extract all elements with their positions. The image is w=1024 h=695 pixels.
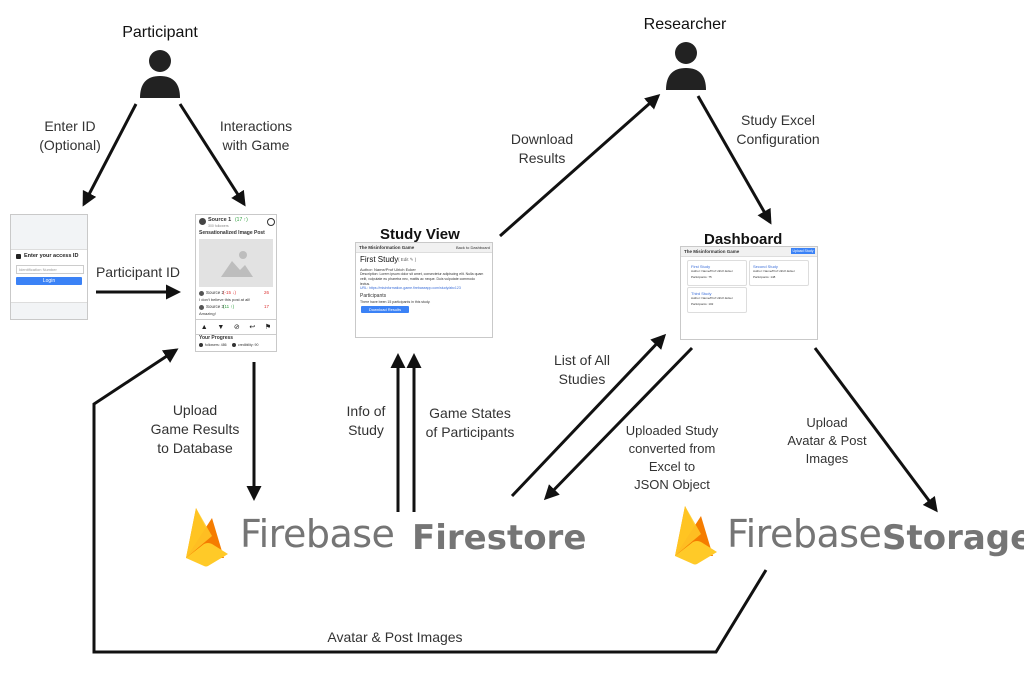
edge-label-upload-results: Upload Game Results to Database — [150, 402, 240, 456]
study-title: First Study — [360, 255, 399, 264]
study-card-participants: Participants: 148 — [753, 275, 776, 279]
credibility-icon — [232, 343, 236, 347]
flag-icon[interactable]: ⚑ — [264, 324, 272, 331]
study-card-participants: Participants: 75 — [691, 275, 712, 279]
arrow-researcher-to-dashboard — [696, 95, 772, 225]
followers-count: followers: 486 — [205, 343, 227, 347]
login-screen: Enter your access ID Identification Numb… — [10, 214, 88, 320]
credibility-score: credibility: 90 — [238, 343, 259, 347]
firebase-flame-icon — [675, 506, 717, 565]
comment-source: Source 3 — [206, 304, 225, 309]
study-card[interactable]: Third Study Author: Name/Prof Ulrich Eck… — [687, 287, 747, 313]
edge-label-avatar-post-images: Avatar & Post Images — [327, 629, 463, 645]
arrow-dashboard-to-firestore — [543, 346, 694, 501]
participant-person-icon — [140, 50, 180, 98]
firebase-wordmark: Firebase — [240, 512, 395, 556]
arrow-firestore-to-dashboard — [510, 333, 667, 498]
participant-label: Participant — [122, 24, 198, 41]
post-title: Sensationalized Image Post — [199, 230, 265, 236]
study-card-author: Author: Name/Prof Ulrich Ecker — [691, 269, 733, 273]
researcher-label: Researcher — [643, 16, 727, 33]
source-followers: 300 followers — [208, 224, 229, 228]
arrow-participant-to-game — [178, 103, 246, 207]
upload-study-button[interactable]: Upload Study — [791, 248, 815, 254]
edge-label-game-states: Game States of Participants — [425, 405, 515, 440]
edge-label-list-of-studies: List of All Studies — [553, 352, 611, 387]
edge-label-uploaded-study: Uploaded Study converted from Excel to J… — [625, 423, 719, 492]
lock-icon — [16, 254, 21, 259]
study-view-title: Study View — [380, 226, 460, 243]
comment-avatar — [199, 305, 204, 310]
like-icon[interactable]: ▲ — [200, 323, 208, 331]
firebase-flame-icon — [186, 508, 228, 567]
dashboard-title: Dashboard — [704, 231, 783, 248]
login-card: Enter your access ID Identification Numb… — [11, 249, 87, 303]
arrow-study-to-researcher — [499, 94, 661, 238]
study-description: Description: Lorem ipsum dolor sit amet,… — [360, 272, 484, 286]
progress-title: Your Progress — [199, 335, 234, 341]
source-name: Source 1 — [208, 217, 232, 223]
post-image — [199, 239, 273, 287]
comment-credibility: (-15 ↓) — [223, 290, 237, 295]
image-placeholder-icon — [221, 251, 253, 277]
login-button[interactable]: Login — [16, 277, 82, 285]
back-to-dashboard-button[interactable]: Back to Dashboard — [456, 245, 491, 250]
storage-label: Storage — [882, 518, 1024, 558]
edge-label-download-results: Download Results — [510, 131, 574, 166]
followers-icon — [199, 343, 203, 347]
study-card-name: Second Study — [753, 264, 778, 269]
study-card-name: Third Study — [691, 291, 712, 296]
study-card-author: Author: Name/Prof Ulrich Ecker — [753, 269, 795, 273]
edge-label-interactions: Interactions with Game — [219, 118, 293, 153]
arrow-storage-to-game — [92, 348, 768, 654]
dislike-icon[interactable]: ▼ — [217, 323, 225, 331]
study-card[interactable]: First Study Author: Name/Prof Ulrich Eck… — [687, 260, 747, 286]
study-author: Author: Name/Prof Ulrich Ecker — [360, 267, 416, 272]
login-title: Enter your access ID — [24, 253, 79, 259]
game-screen: Source 1 (17 ↑) 300 followers Sensationa… — [195, 214, 277, 352]
participants-title: Participants — [360, 293, 387, 299]
study-app-name: The Misinformation Game — [359, 245, 415, 250]
study-card-author: Author: Name/Prof Ulrich Ecker — [691, 296, 733, 300]
study-card-name: First Study — [691, 264, 711, 269]
dashboard-app-name: The Misinformation Game — [684, 249, 740, 254]
edge-label-participant-id: Participant ID — [95, 264, 181, 280]
edit-study-link[interactable]: ( Edit ✎ ) — [398, 257, 417, 262]
participants-text: There have been 15 participants in this … — [360, 300, 431, 304]
download-results-button[interactable]: Download Results — [361, 306, 409, 313]
edge-label-study-excel: Study Excel Configuration — [736, 112, 820, 147]
study-view-header — [356, 243, 492, 253]
help-icon[interactable] — [267, 218, 275, 226]
comment-credibility: (11 ↑) — [223, 304, 235, 309]
comment-text: Amazing! — [199, 311, 216, 316]
arrow-participant-to-login — [82, 103, 138, 207]
study-view-screen: The Misinformation Game Back to Dashboar… — [355, 242, 493, 338]
researcher-person-icon — [666, 42, 706, 90]
edge-label-upload-avatar: Upload Avatar & Post Images — [787, 415, 867, 466]
comment-source: Source 2 — [206, 290, 225, 295]
source-credibility: (17 ↑) — [235, 217, 248, 223]
source-avatar — [199, 218, 206, 225]
edge-label-enter-id: Enter ID (Optional) — [39, 118, 101, 153]
firebase-wordmark: Firebase — [727, 512, 882, 556]
access-id-input[interactable]: Identification Number — [16, 265, 84, 274]
edge-label-info-of-study: Info of Study — [346, 403, 386, 438]
arrow-dashboard-to-storage — [813, 347, 938, 513]
study-card[interactable]: Second Study Author: Name/Prof Ulrich Ec… — [749, 260, 809, 286]
share-icon[interactable]: ↩ — [249, 324, 256, 331]
comment-likes: 17 — [264, 304, 270, 309]
comment-avatar — [199, 291, 204, 296]
dashboard-screen: The Misinformation Game Upload Study Fir… — [680, 246, 818, 340]
firestore-label: Firestore — [412, 518, 587, 558]
comment-text: I don't believe this post at all! — [199, 297, 251, 302]
dashboard-header — [681, 247, 817, 257]
reaction-bar: ▲ ▼ ⊘ ↩ ⚑ — [196, 319, 276, 335]
skip-icon[interactable]: ⊘ — [233, 324, 240, 331]
study-card-participants: Participants: 102 — [691, 302, 714, 306]
study-url[interactable]: URL: https://misinformation-game.firebas… — [360, 286, 461, 290]
comment-likes: 26 — [264, 290, 270, 295]
